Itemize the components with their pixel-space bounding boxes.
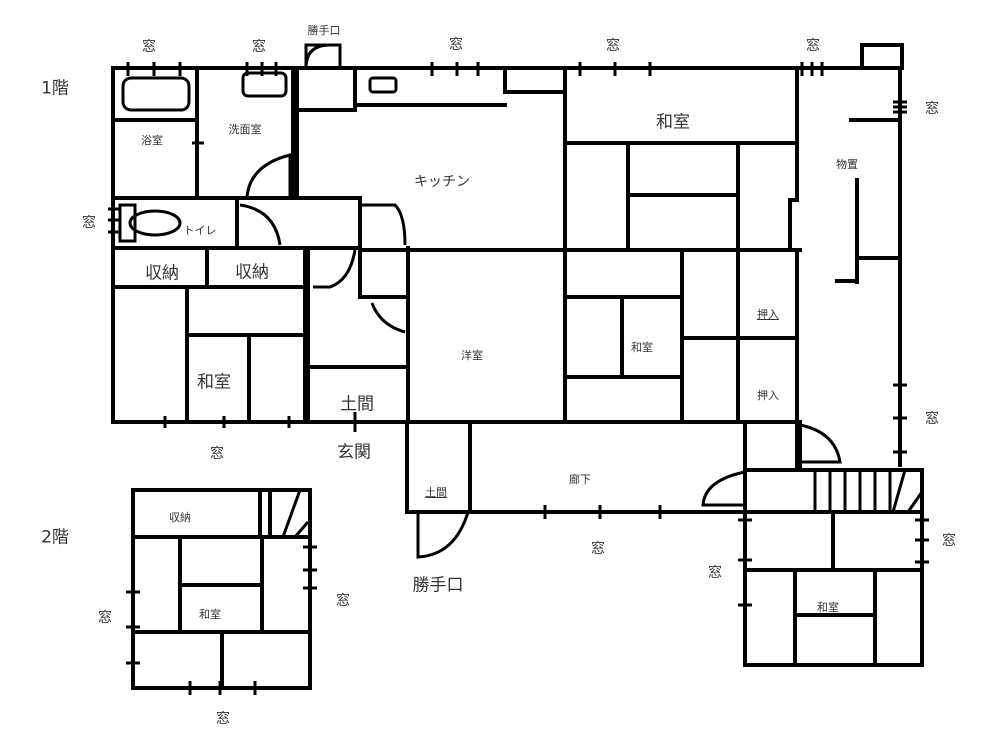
floor-label-2f: 2階 [41, 527, 69, 548]
room-2f-storage: 収納 [169, 511, 191, 524]
window-label: 窓 [142, 39, 156, 55]
room-washroom: 洗面室 [228, 123, 262, 136]
toilet-tank-icon [118, 203, 137, 243]
wash-basin-icon [241, 71, 288, 98]
window-label: 窓 [942, 533, 956, 549]
room-doma: 土間 [340, 394, 374, 415]
room-bath: 浴室 [141, 134, 163, 147]
floor-label-1f: 1階 [41, 78, 69, 99]
window-ticks [108, 62, 929, 607]
room-washitsu-main: 和室 [656, 112, 690, 133]
window-label: 窓 [449, 37, 463, 53]
window-label: 窓 [606, 38, 620, 54]
room-storage-2: 収納 [235, 262, 269, 283]
room-toilet: トイレ [183, 224, 217, 237]
window-label: 窓 [210, 446, 224, 462]
room-corridor: 廊下 [569, 473, 591, 486]
stairs-1f [813, 469, 924, 513]
window-label: 窓 [591, 541, 605, 557]
window-label: 窓 [806, 38, 820, 54]
room-washitsu-center: 和室 [631, 341, 653, 354]
room-kitchen: キッチン [414, 174, 470, 190]
toilet-bowl-icon [128, 209, 182, 237]
window-label: 窓 [252, 39, 266, 55]
window-label: 窓 [708, 565, 722, 581]
window-label: 窓 [925, 101, 939, 117]
window-label: 窓 [82, 215, 96, 231]
fixtures [118, 71, 398, 243]
room-doma-small: 土間 [425, 486, 447, 499]
room-washitsu-annex: 和室 [817, 601, 839, 614]
window-label: 窓 [98, 610, 112, 626]
room-2f-washitsu: 和室 [199, 608, 221, 621]
bathtub-icon [121, 76, 191, 112]
room-western: 洋室 [461, 349, 483, 362]
label-entrance: 玄関 [337, 442, 371, 463]
kitchen-sink-icon [368, 76, 398, 94]
room-washitsu-left: 和室 [197, 372, 231, 393]
room-closet-2: 押入 [757, 389, 779, 402]
room-storage-shed: 物置 [836, 158, 858, 171]
window-label: 窓 [216, 711, 230, 727]
room-storage-1: 収納 [145, 263, 179, 284]
second-floor-walls [126, 488, 317, 695]
room-closet-1: 押入 [757, 308, 779, 321]
label-back-door-top: 勝手口 [307, 24, 341, 37]
label-back-door-bottom: 勝手口 [412, 575, 464, 596]
window-label: 窓 [336, 593, 350, 609]
first-floor-walls [111, 43, 924, 667]
doors [239, 43, 842, 559]
window-label: 窓 [925, 411, 939, 427]
